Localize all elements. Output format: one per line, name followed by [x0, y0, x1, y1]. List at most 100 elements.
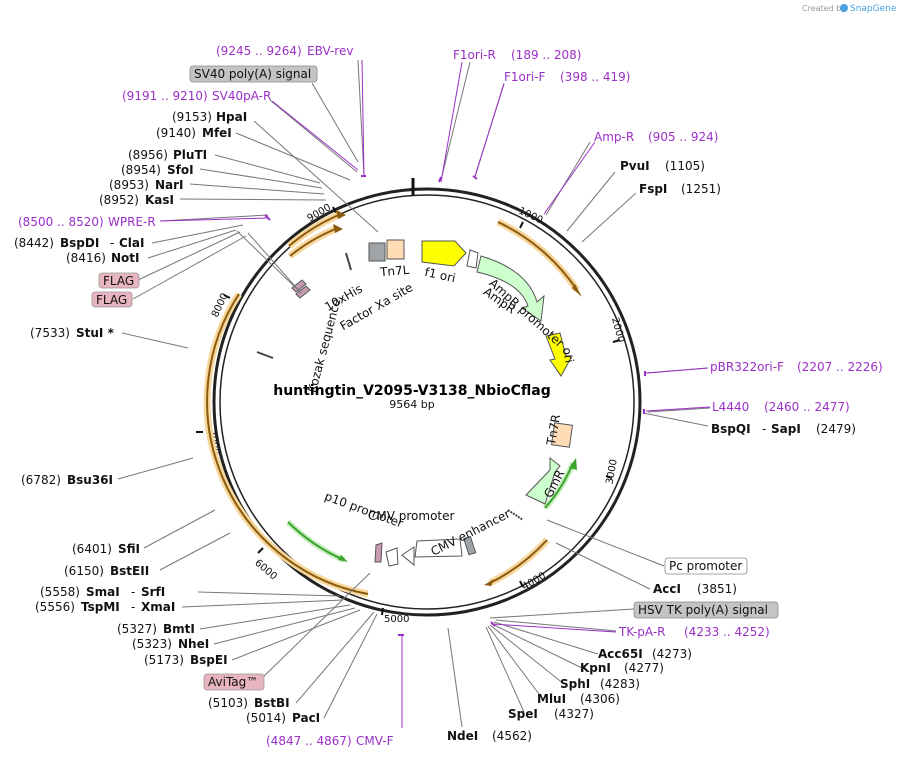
gmr-feature [525, 456, 561, 505]
smai-name: SmaI [86, 585, 120, 599]
acci-name: AccI [653, 582, 681, 596]
bstbi-pos: (5103) [208, 696, 248, 710]
stui-pos: (7533) [30, 326, 70, 340]
f1-ori-label: f1 ori [423, 265, 457, 285]
amp-r-range: (905 .. 924) [648, 130, 718, 144]
avitag-box [203, 673, 265, 691]
bspqi-name: BspQI [711, 422, 751, 436]
clai-name: ClaI [119, 236, 144, 250]
tick-3000: 3000 [605, 458, 620, 485]
cmv-promoter-label: CMV promoter [368, 509, 455, 523]
left-bottom-labels: (6782) Bsu36I (6401) SfiI (6150) BstEII … [21, 473, 394, 748]
his-tag-marker [345, 252, 352, 271]
kasi-name: KasI [145, 193, 174, 207]
kozak-marker [256, 351, 274, 359]
flag-features [291, 279, 311, 299]
sapi-name: SapI [771, 422, 801, 436]
bsu36i-pos: (6782) [21, 473, 61, 487]
pbr322ori-f-name: pBR322ori-F [710, 360, 784, 374]
primer-ticks [264, 175, 646, 636]
sv40-polya-box [189, 65, 318, 83]
plasmid-length: 9564 bp [389, 398, 434, 411]
stui-name: StuI * [76, 326, 115, 340]
tick-6000: 6000 [252, 558, 279, 583]
sv40-polya-label: SV40 poly(A) signal [194, 67, 311, 81]
l4440-range: (2460 .. 2477) [764, 400, 850, 414]
cmv-f-range: (4847 .. 4867) [266, 734, 352, 748]
wpre-r-range: (8500 .. 8520) [18, 215, 104, 229]
wpre-r-name: WPRE-R [108, 215, 156, 229]
noti-name: NotI [111, 251, 140, 265]
hsv-tk-label: HSV TK poly(A) signal [638, 603, 768, 617]
primer-lines [159, 59, 711, 728]
sphi-pos: (4283) [600, 677, 640, 691]
bsu36i-name: Bsu36I [67, 473, 113, 487]
bsteii-name: BstEII [110, 564, 149, 578]
srfi-name: SrfI [141, 585, 165, 599]
kozak-label: Kozak sequence [305, 297, 344, 394]
bmti-name: BmtI [163, 622, 195, 636]
bspqi-pos: (2479) [816, 422, 856, 436]
sfii-pos: (6401) [72, 542, 112, 556]
ebv-rev-name: EBV-rev [307, 44, 353, 58]
credit-prefix: Created by [802, 4, 846, 13]
tk-pa-r-range: (4233 .. 4252) [684, 625, 770, 639]
flag-label-1: FLAG [103, 274, 134, 288]
pbr322ori-f-range: (2207 .. 2226) [797, 360, 883, 374]
acc65i-pos: (4273) [652, 647, 692, 661]
orange-feature-arcs [203, 210, 582, 598]
sfii-name: SfiI [118, 542, 140, 556]
flag-box-2 [91, 291, 133, 308]
tspmi-pos: (5556) [35, 600, 75, 614]
nhei-pos: (5323) [132, 637, 172, 651]
mlui-name: MluI [537, 692, 566, 706]
leader-lines [117, 59, 711, 728]
paci-name: PacI [292, 711, 320, 725]
sv40pa-r-name: SV40pA-R [212, 89, 271, 103]
bspei-pos: (5173) [144, 653, 184, 667]
tspmi-dash: - [131, 600, 135, 614]
bstbi-name: BstBI [254, 696, 290, 710]
snapgene-logo-icon [840, 4, 848, 12]
hpai-name: HpaI [216, 110, 247, 124]
fspi-pos: (1251) [681, 182, 721, 196]
ori-feature [545, 332, 573, 377]
credit-brand: SnapGene [850, 4, 897, 14]
bspdi-name: BspDI [60, 236, 99, 250]
tn7l-label: Tn7L [379, 263, 411, 280]
nari-name: NarI [155, 178, 184, 192]
pc-promoter-marker [507, 509, 524, 521]
tick-5000: 5000 [384, 614, 409, 625]
pluti-pos: (8956) [128, 148, 168, 162]
tn7r-feature [550, 422, 574, 448]
backbone-outer-ring [212, 187, 642, 617]
kasi-pos: (8952) [99, 193, 139, 207]
acc65i-name: Acc65I [598, 647, 643, 661]
bmti-pos: (5327) [117, 622, 157, 636]
flag-label-2: FLAG [96, 293, 127, 307]
feature-shapes [256, 239, 574, 567]
mfei-pos: (9140) [156, 126, 196, 140]
pvui-name: PvuI [620, 159, 650, 173]
tn7l-feature [386, 239, 405, 260]
bsteii-pos: (6150) [64, 564, 104, 578]
factor-xa-feature [368, 242, 386, 262]
cmv-promoter-feature [414, 538, 463, 558]
ebv-rev-range: (9245 .. 9264) [216, 44, 302, 58]
pluti-name: PluTI [173, 148, 207, 162]
f1-ori-feature [421, 240, 467, 267]
f1ori-r-name: F1ori-R [453, 48, 496, 62]
sfoi-name: SfoI [167, 163, 194, 177]
flag-box-1 [98, 272, 140, 289]
backbone-inner-ring [219, 194, 635, 610]
pvui-pos: (1105) [665, 159, 705, 173]
tick-marks [196, 206, 621, 616]
mfei-name: MfeI [202, 126, 232, 140]
sphi-name: SphI [560, 677, 590, 691]
right-labels: F1ori-R (189 .. 208) F1ori-F (398 .. 419… [453, 48, 883, 436]
ampr-promoter-feature [466, 249, 479, 269]
spei-pos: (4327) [554, 707, 594, 721]
ndei-pos: (4562) [492, 729, 532, 743]
avitag-feature [374, 542, 383, 563]
